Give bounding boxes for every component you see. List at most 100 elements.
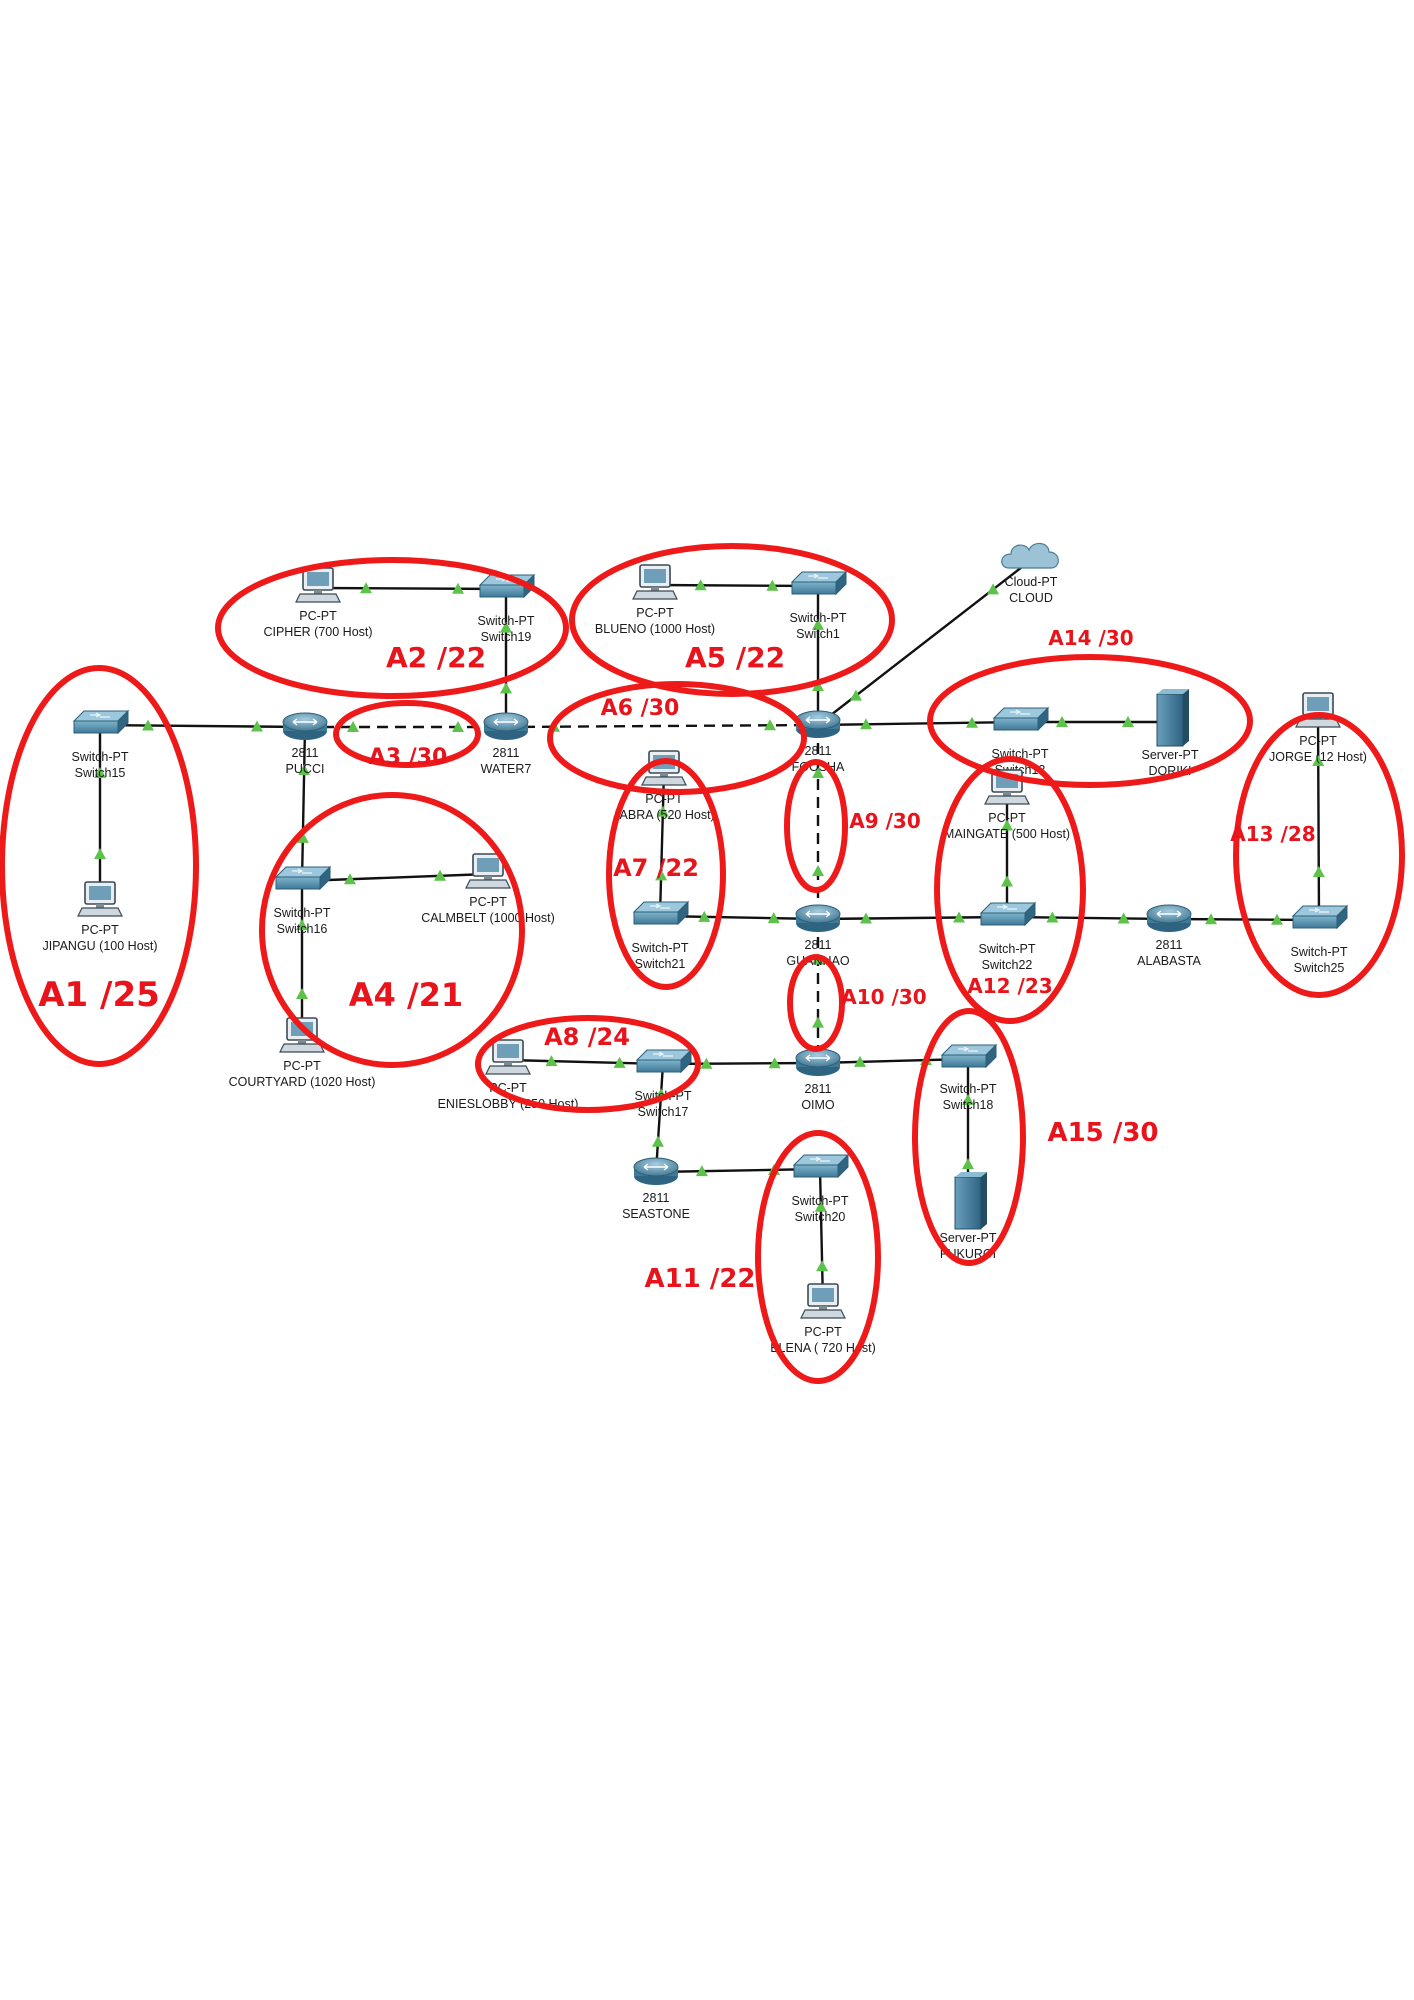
pc-calmbelt-model-label: PC-PT [469,895,507,909]
area-ring-6 [547,681,807,795]
pc-courtyard-model-label: PC-PT [283,1059,321,1073]
area-label-6: A6 /30 [601,696,680,721]
pucci-router-icon[interactable] [282,712,328,740]
port-indicator-switch1 [766,579,779,591]
switch16-switch-icon[interactable] [274,865,332,891]
link-pc_cipher-switch19 [317,586,507,591]
port-indicator-pucci [347,721,359,732]
switch25-name-label: Switch25 [1294,961,1345,975]
seastone-model-label: 2811 [643,1191,670,1205]
port-indicator-pucci [251,720,264,732]
server-doriki-server-icon[interactable] [1156,689,1189,747]
port-indicator-switch13 [966,716,979,728]
switch21-switch-icon[interactable] [632,900,690,926]
link-switch16-pc_calmbelt [301,872,489,883]
switch25-model-label: Switch-PT [1291,945,1348,959]
port-indicator-switch16 [296,831,309,843]
switch17-switch-icon[interactable] [635,1048,693,1074]
oimo-name-label: OIMO [801,1098,835,1112]
port-indicator-pc_courtyard [296,988,308,1000]
switch25-switch-icon[interactable] [1291,904,1349,930]
pc-enieslobby-pc-icon[interactable] [485,1039,531,1075]
area-ring-4 [259,792,525,1068]
port-indicator-pc_maingate [1001,819,1013,831]
pc-calmbelt-pc-icon[interactable] [465,853,511,889]
link-pc_jabra-switch21 [658,770,666,917]
port-indicator-oimo [854,1055,866,1067]
port-indicator-pucci [298,764,311,776]
water7-router-icon[interactable] [483,712,529,740]
cloud-cloud-icon[interactable] [1001,542,1059,569]
link-seastone-switch20 [655,1167,821,1174]
water7-model-label: 2811 [493,746,520,760]
links-layer [98,559,1321,1305]
pc-jabra-name-label: JABRA (520 Host) [613,808,714,822]
pc-jorge-model-label: PC-PT [1299,734,1337,748]
switch1-switch-icon[interactable] [790,570,848,596]
switch13-switch-icon[interactable] [992,706,1050,732]
area-ring-11 [755,1130,881,1384]
switch1-name-label: Switch1 [796,627,840,641]
pc-jipangu-name-label: JIPANGU (100 Host) [42,939,157,953]
switch19-model-label: Switch-PT [478,614,535,628]
area-ring-13 [1233,712,1405,998]
pc-calmbelt-name-label: CALMBELT (1000 Host) [421,911,555,925]
port-indicator-switch21 [698,910,711,922]
port-indicator-pc_elena [816,1260,829,1272]
guanhao-router-icon[interactable] [795,904,841,932]
seastone-router-icon[interactable] [633,1157,679,1185]
pc-maingate-name-label: MAINGATE (500 Host) [944,827,1070,841]
area-label-9: A9 /30 [849,809,921,833]
area-label-10: A10 /30 [841,985,926,1009]
link-foosha-switch13 [817,720,1021,727]
switch15-switch-icon[interactable] [72,709,130,735]
pc-jipangu-pc-icon[interactable] [77,881,123,917]
alabasta-router-icon[interactable] [1146,904,1192,932]
pc-courtyard-pc-icon[interactable] [279,1017,325,1053]
pc-elena-name-label: ELENA ( 720 Host) [770,1341,876,1355]
switch20-model-label: Switch-PT [792,1194,849,1208]
port-indicator-switch17 [613,1056,626,1068]
alabasta-name-label: ALABASTA [1137,954,1201,968]
port-indicator-pc_jabra [656,805,669,817]
switch17-name-label: Switch17 [638,1105,689,1119]
switch1-model-label: Switch-PT [790,611,847,625]
port-indicator-switch25 [1312,866,1325,878]
foosha-router-icon[interactable] [795,710,841,738]
area-ring-10 [787,954,845,1052]
switch22-name-label: Switch22 [982,958,1033,972]
port-indicator-foosha [812,680,824,692]
oimo-router-icon[interactable] [795,1048,841,1076]
switch22-switch-icon[interactable] [979,901,1037,927]
port-indicator-switch15 [141,719,154,731]
port-indicator-seastone [695,1165,708,1177]
switch18-switch-icon[interactable] [940,1043,998,1069]
port-indicator-switch22 [1046,911,1059,923]
area-label-7: A7 /22 [613,854,699,882]
port-indicator-switch18 [962,1093,974,1105]
pc-cipher-pc-icon[interactable] [295,567,341,603]
switch20-switch-icon[interactable] [792,1153,850,1179]
port-indicator-pc_jipangu [94,848,106,859]
port-indicator-alabasta [1117,912,1130,924]
pc-jorge-pc-icon[interactable] [1295,692,1341,728]
port-indicator-switch15 [94,767,106,778]
port-indicator-switch17 [700,1057,713,1069]
area-ring-14 [927,654,1253,788]
port-indicator-switch1 [812,618,824,630]
switch16-name-label: Switch16 [277,922,328,936]
port-indicator-guanhao [767,912,780,924]
area-label-2: A2 /22 [386,641,486,674]
port-indicator-pc_cipher [359,582,372,594]
area-rings-layer [0,543,1405,1384]
pc-elena-pc-icon[interactable] [800,1283,846,1319]
port-indicator-switch16 [343,873,356,885]
port-indicator-foosha [859,718,872,730]
area-label-5: A5 /22 [685,641,785,674]
pc-blueno-pc-icon[interactable] [632,564,678,600]
switch19-name-label: Switch19 [481,630,532,644]
pc-cipher-name-label: CIPHER (700 Host) [263,625,372,639]
port-indicator-cloud [987,583,1000,595]
area-label-8: A8 /24 [544,1023,630,1051]
server-fukuroi-server-icon[interactable] [954,1172,987,1230]
